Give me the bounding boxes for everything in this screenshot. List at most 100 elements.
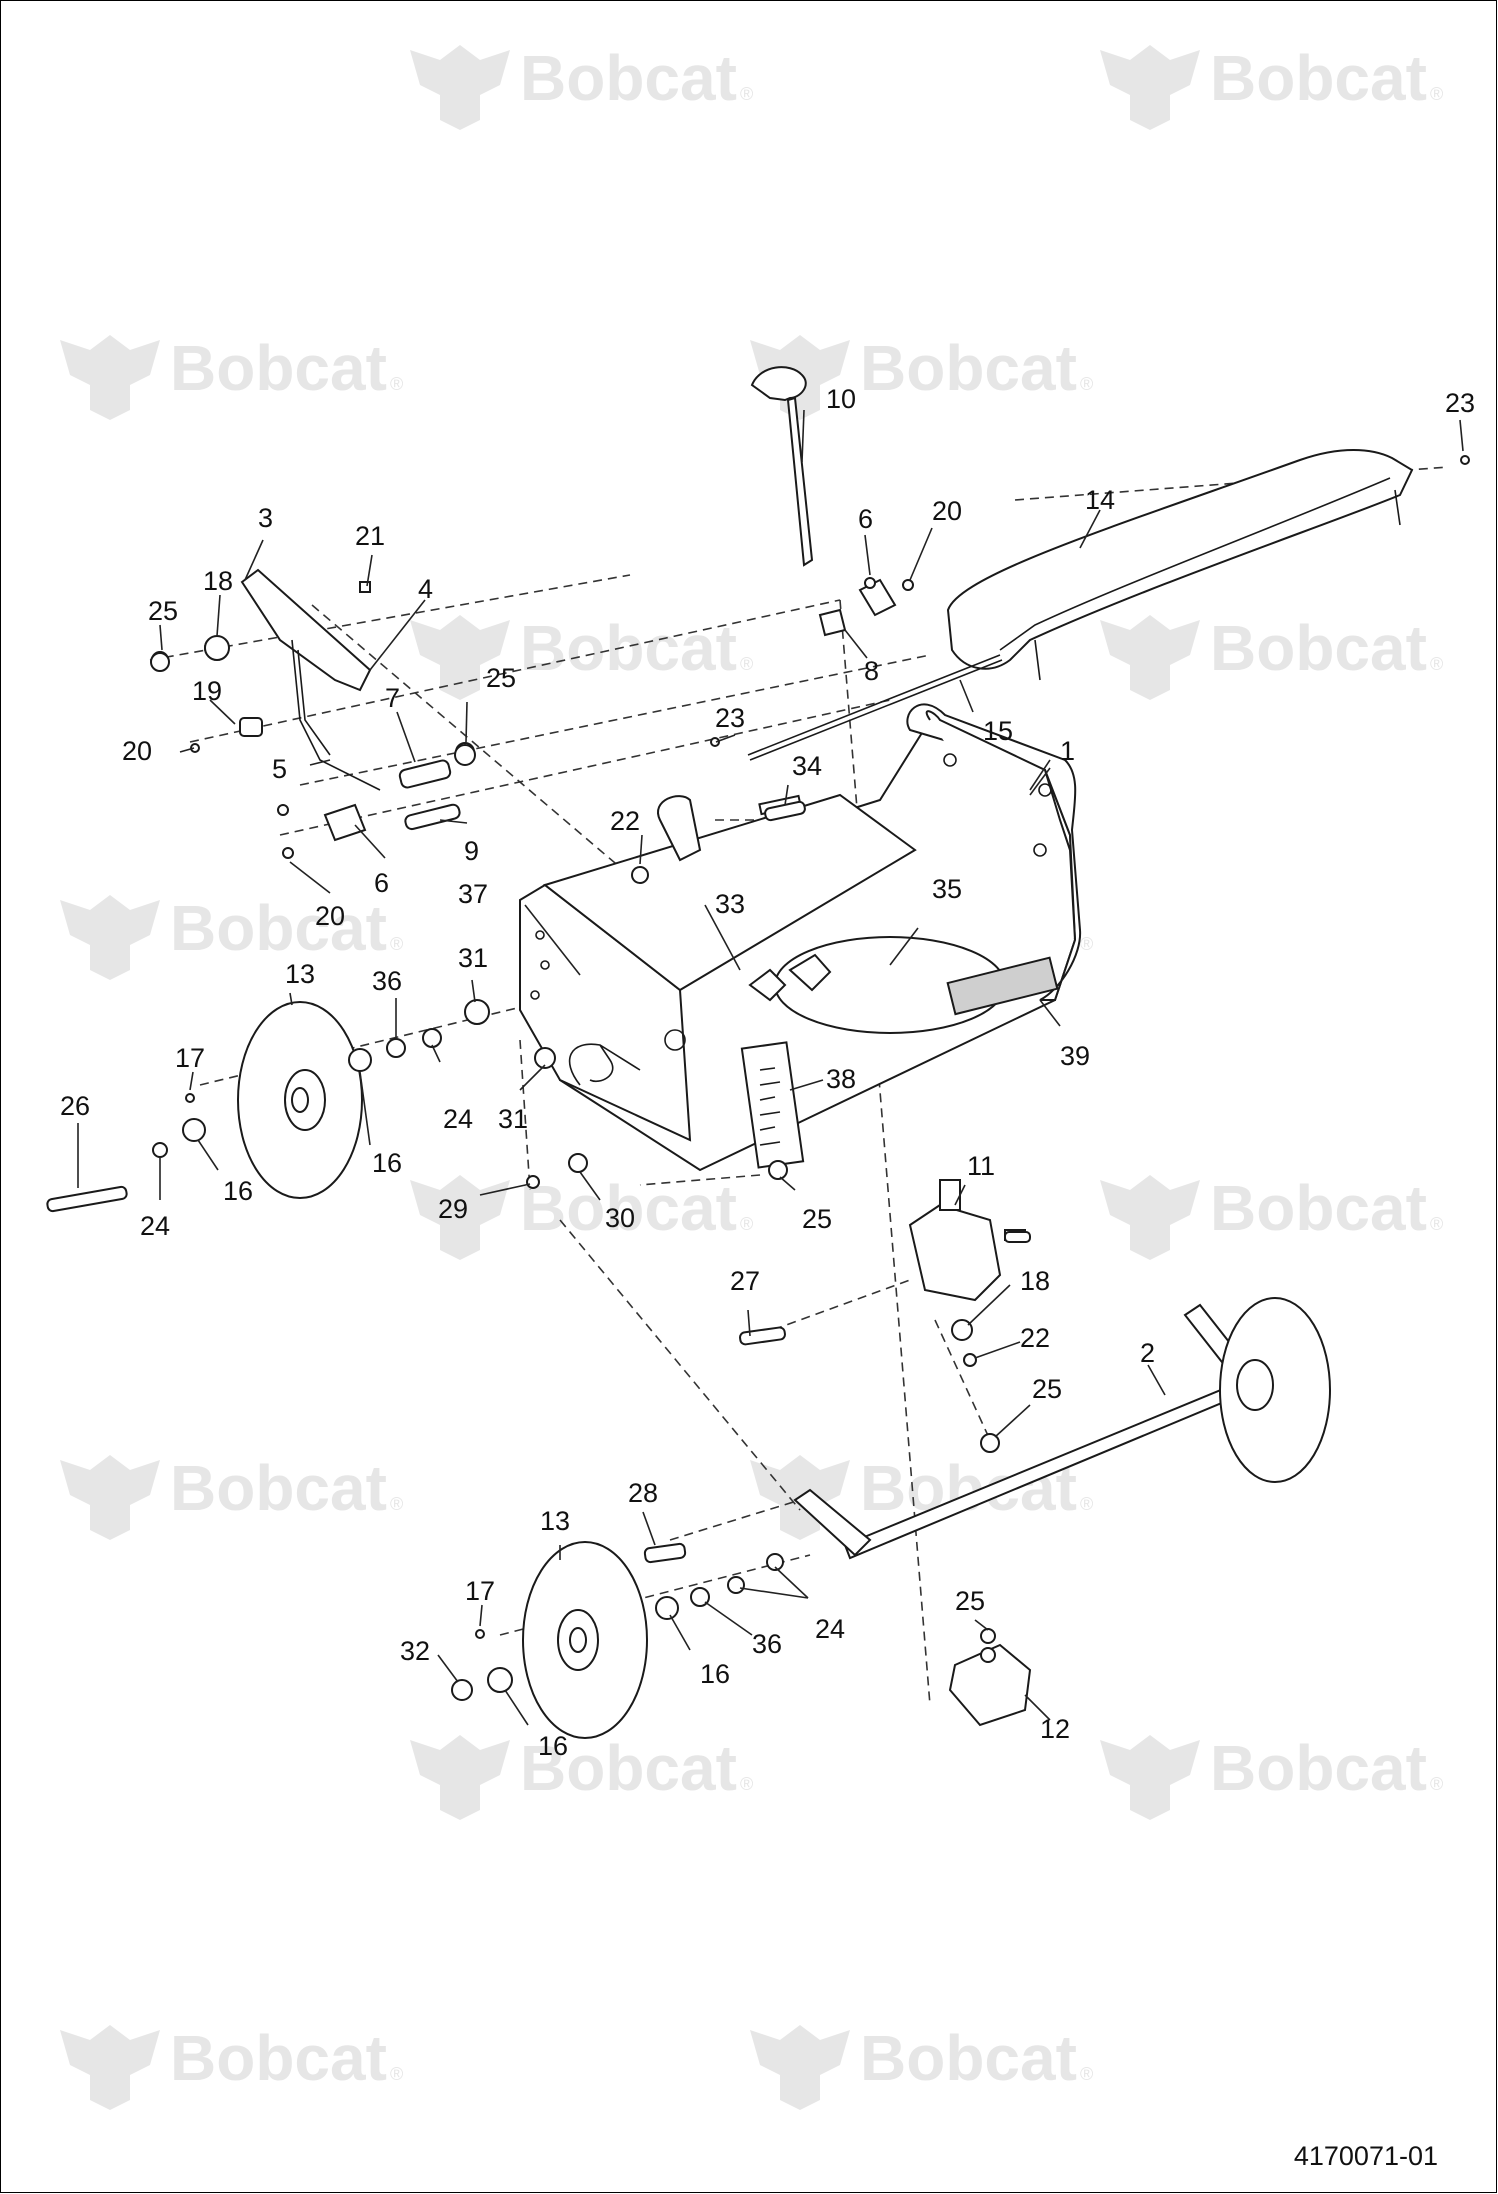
- bobcat-logo-icon: [60, 1455, 160, 1540]
- callout-16a: 16: [223, 1176, 253, 1206]
- watermark-logo: Bobcat®: [410, 1172, 753, 1260]
- watermark-logo: Bobcat®: [1100, 42, 1443, 130]
- callout-17a: 17: [175, 1043, 205, 1073]
- part-38-scale-decal: [759, 1067, 781, 1146]
- bobcat-logo-icon: [1100, 1175, 1200, 1260]
- callout-15: 15: [983, 716, 1013, 746]
- callout-25e: 25: [955, 1586, 985, 1616]
- watermark-layer: Bobcat®Bobcat®Bobcat®Bobcat®Bobcat®Bobca…: [60, 42, 1443, 2110]
- bobcat-logo-icon: [1100, 1735, 1200, 1820]
- bobcat-logo-icon: [1100, 615, 1200, 700]
- callout-2: 2: [1140, 1338, 1155, 1368]
- watermark-registered-mark: ®: [390, 934, 403, 954]
- hardware: [46, 455, 1470, 1701]
- callout-35: 35: [932, 874, 962, 904]
- watermark-logo: Bobcat®: [60, 2022, 403, 2110]
- watermark-registered-mark: ®: [740, 654, 753, 674]
- part-37-front-plate: [519, 793, 917, 1169]
- callout-22a: 22: [610, 806, 640, 836]
- callout-29: 29: [438, 1194, 468, 1224]
- callout-38: 38: [826, 1064, 856, 1094]
- part-14-top-cover: [946, 449, 1414, 681]
- callout-3: 3: [258, 503, 273, 533]
- bobcat-logo-icon: [60, 895, 160, 980]
- callout-16b: 16: [372, 1148, 402, 1178]
- callout-10: 10: [826, 384, 856, 414]
- callout-28: 28: [628, 1478, 658, 1508]
- callout-24b: 24: [140, 1211, 170, 1241]
- watermark-registered-mark: ®: [1430, 1214, 1443, 1234]
- callout-30: 30: [605, 1203, 635, 1233]
- watermark-logo: Bobcat®: [750, 2022, 1093, 2110]
- bobcat-logo-icon: [410, 45, 510, 130]
- callout-7: 7: [385, 683, 400, 713]
- callout-17b: 17: [465, 1576, 495, 1606]
- callout-18b: 18: [1020, 1266, 1050, 1296]
- watermark-registered-mark: ®: [1080, 2064, 1093, 2084]
- watermark-text: Bobcat: [520, 42, 737, 114]
- callout-22b: 22: [1020, 1323, 1050, 1353]
- watermark-text: Bobcat: [1210, 1732, 1427, 1804]
- watermark-text: Bobcat: [860, 332, 1077, 404]
- watermark-text: Bobcat: [1210, 1172, 1427, 1244]
- watermark-text: Bobcat: [520, 612, 737, 684]
- watermark-text: Bobcat: [170, 332, 387, 404]
- watermark-registered-mark: ®: [1080, 934, 1093, 954]
- watermark-text: Bobcat: [1210, 42, 1427, 114]
- watermark-registered-mark: ®: [740, 1214, 753, 1234]
- bobcat-logo-icon: [60, 335, 160, 420]
- callout-39: 39: [1060, 1041, 1090, 1071]
- bobcat-logo-icon: [410, 1735, 510, 1820]
- watermark-logo: Bobcat®: [60, 1452, 403, 1540]
- watermark-registered-mark: ®: [1430, 84, 1443, 104]
- callout-36b: 36: [752, 1629, 782, 1659]
- watermark-registered-mark: ®: [1080, 1494, 1093, 1514]
- watermark-registered-mark: ®: [390, 1494, 403, 1514]
- part-10-knob: [750, 366, 814, 567]
- watermark-logo: Bobcat®: [410, 612, 753, 700]
- callout-23b: 23: [1445, 388, 1475, 418]
- wheel-13-lower-left: [522, 1541, 648, 1739]
- watermark-text: Bobcat: [170, 1452, 387, 1524]
- callout-14: 14: [1085, 485, 1115, 515]
- callout-16c: 16: [700, 1659, 730, 1689]
- callout-20a: 20: [122, 736, 152, 766]
- watermark-registered-mark: ®: [740, 84, 753, 104]
- callout-19: 19: [192, 676, 222, 706]
- watermark-registered-mark: ®: [1430, 1774, 1443, 1794]
- watermark-text: Bobcat: [170, 2022, 387, 2094]
- callout-25c: 25: [802, 1204, 832, 1234]
- callout-8: 8: [864, 656, 879, 686]
- watermark-logo: Bobcat®: [410, 42, 753, 130]
- callout-20b: 20: [315, 901, 345, 931]
- watermark-text: Bobcat: [520, 1732, 737, 1804]
- callout-32: 32: [400, 1636, 430, 1666]
- watermark-logo: Bobcat®: [60, 892, 403, 980]
- watermark-registered-mark: ®: [1430, 654, 1443, 674]
- callout-26: 26: [60, 1091, 90, 1121]
- bobcat-logo-icon: [1100, 45, 1200, 130]
- watermark-text: Bobcat: [860, 2022, 1077, 2094]
- callout-9: 9: [464, 836, 479, 866]
- part-12-bracket: [948, 1643, 1032, 1727]
- callout-33: 33: [715, 889, 745, 919]
- wheel-right: [1219, 1297, 1331, 1483]
- callout-13b: 13: [540, 1506, 570, 1536]
- bobcat-logo-icon: [410, 615, 510, 700]
- callout-18a: 18: [203, 566, 233, 596]
- callout-23a: 23: [715, 703, 745, 733]
- watermark-logo: Bobcat®: [1100, 1172, 1443, 1260]
- callout-16d: 16: [538, 1731, 568, 1761]
- leader-lines: [77, 409, 1464, 1726]
- callout-25b: 25: [486, 663, 516, 693]
- callout-36a: 36: [372, 966, 402, 996]
- watermark-registered-mark: ®: [390, 374, 403, 394]
- callout-21: 21: [355, 521, 385, 551]
- bobcat-logo-icon: [750, 2025, 850, 2110]
- callout-11: 11: [967, 1151, 995, 1181]
- callout-25d: 25: [1032, 1374, 1062, 1404]
- callout-25a: 25: [148, 596, 178, 626]
- watermark-registered-mark: ®: [1080, 374, 1093, 394]
